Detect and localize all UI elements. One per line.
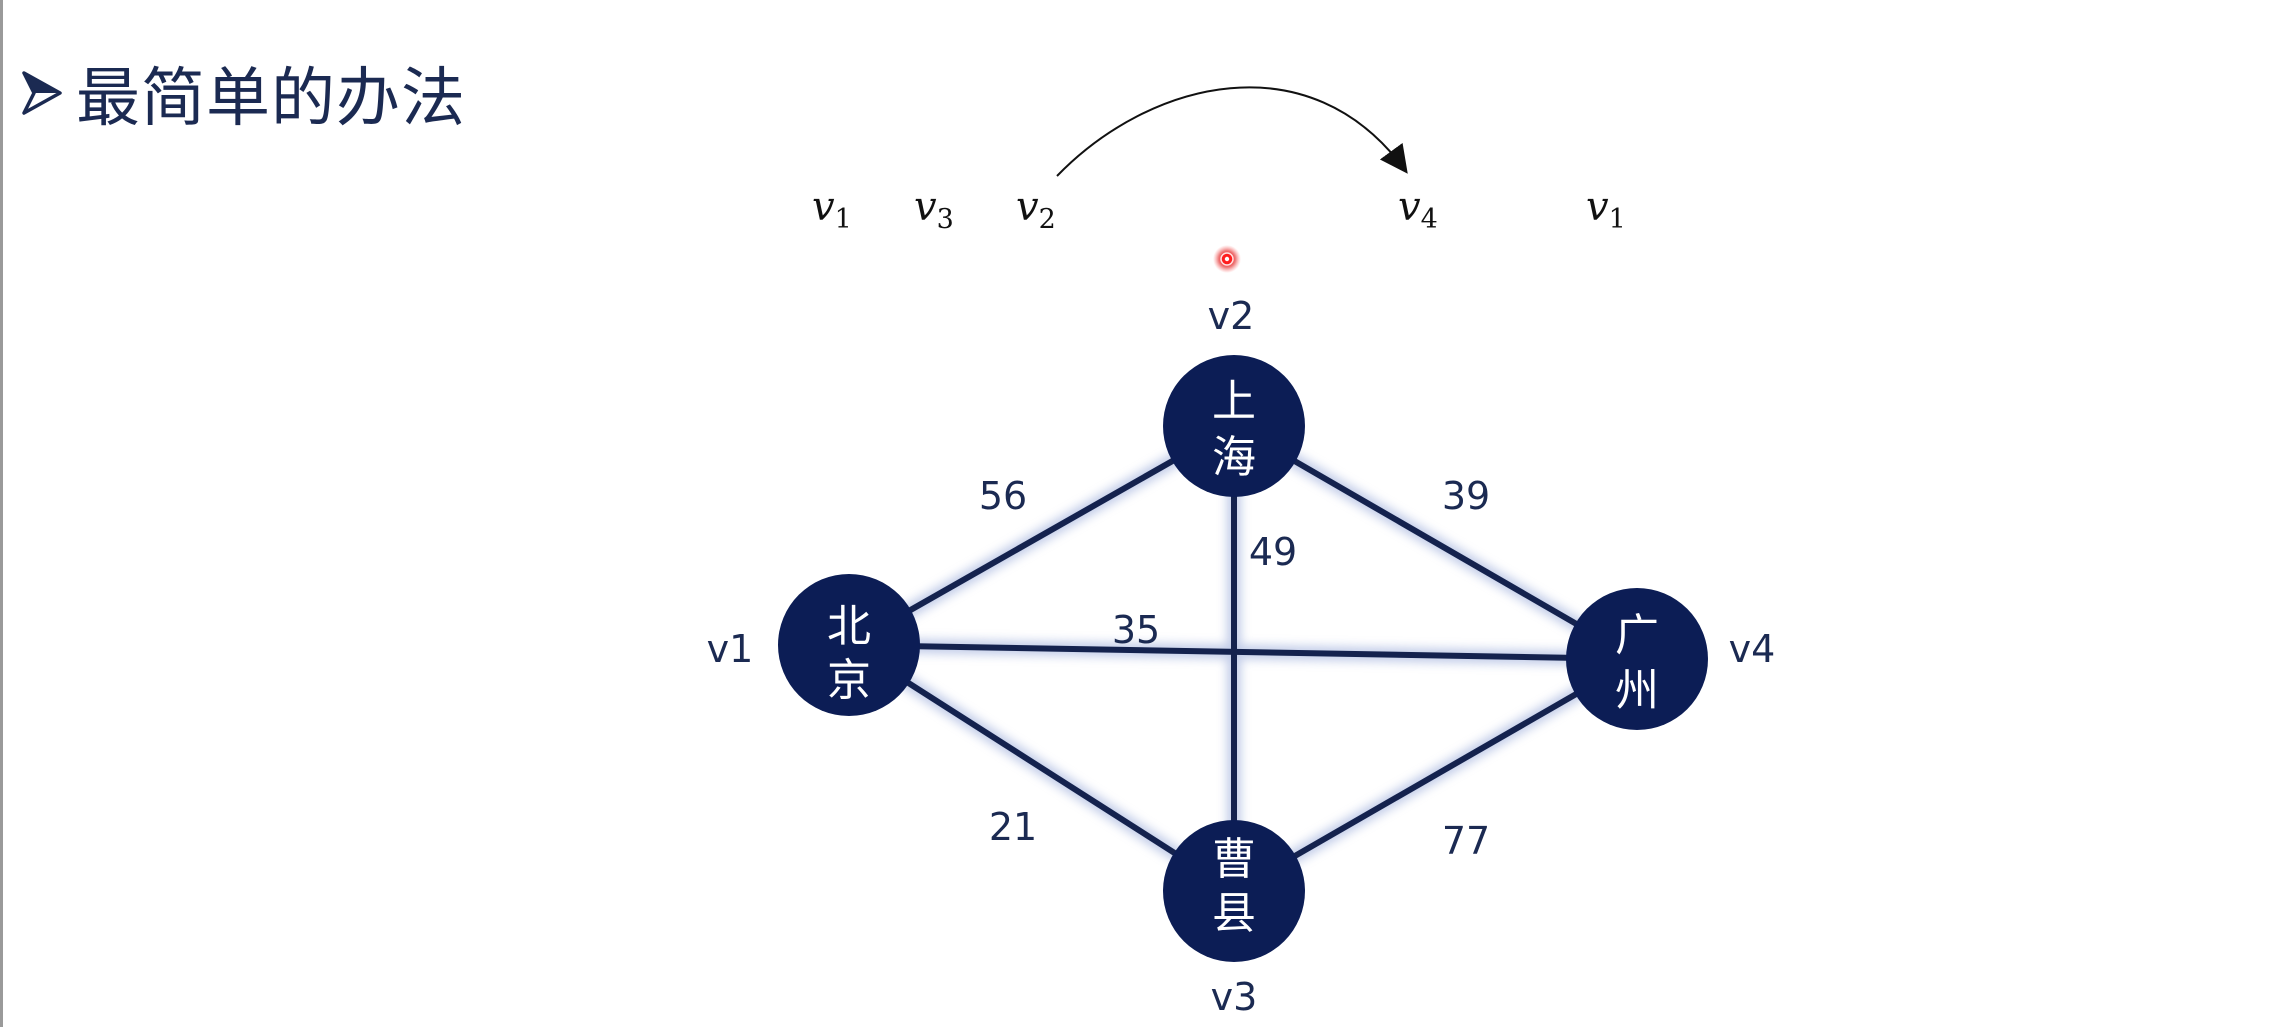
vertex-label-v4: v4 (1729, 627, 1776, 671)
node-city-line1: 曹 (1212, 834, 1256, 885)
node-city-line2: 海 (1212, 432, 1256, 483)
edge-weight-v1-v3: 21 (989, 805, 1037, 849)
path-sequence: v1 v3 v2 v4 v1 (812, 184, 1626, 235)
sequence-item: v1 (812, 184, 852, 235)
arrow-bullet-icon (22, 71, 62, 115)
vertex-labels: v1 v2 v3 v4 (707, 294, 1776, 1019)
graph-node-v2: 上 海 (1163, 355, 1305, 497)
edge-weight-v1-v4: 35 (1112, 608, 1160, 652)
slide-title-row: 最简单的办法 (22, 48, 466, 138)
node-city-line1: 上 (1212, 376, 1256, 427)
swap-arrow (1056, 86, 1408, 177)
edge-weights: 56 39 49 35 21 77 (979, 474, 1490, 863)
edge-weight-v2-v3: 49 (1249, 530, 1297, 574)
vertex-label-v3: v3 (1211, 975, 1258, 1019)
edge-weight-v3-v4: 77 (1442, 819, 1490, 863)
edge-v3-v4 (1232, 656, 1639, 894)
graph-node-v1: 北 京 (778, 574, 920, 716)
edge-weight-v1-v2: 56 (979, 474, 1027, 518)
node-city-line2: 县 (1212, 888, 1256, 939)
edge-v2-v4 (1232, 423, 1639, 662)
node-city-line1: 北 (827, 601, 871, 652)
node-city-line2: 州 (1615, 665, 1659, 716)
slide-title: 最简单的办法 (76, 62, 466, 136)
sequence-item: v1 (1586, 184, 1626, 235)
graph-node-v4: 广 州 (1566, 588, 1708, 730)
node-city-line2: 京 (827, 655, 871, 706)
slide-left-border (0, 0, 3, 1027)
node-city-line1: 广 (1615, 610, 1659, 661)
graph-node-v3: 曹 县 (1163, 820, 1305, 962)
sequence-item: v4 (1398, 184, 1438, 235)
edge-v1-v4 (848, 642, 1638, 662)
edge-v1-v2 (847, 423, 1236, 648)
vertex-label-v2: v2 (1208, 294, 1255, 338)
vertex-label-v1: v1 (707, 627, 754, 671)
graph-edges (847, 423, 1639, 894)
edge-v1-v3 (847, 642, 1236, 894)
sequence-item: v2 (1016, 184, 1056, 235)
laser-pointer (1213, 245, 1241, 273)
sequence-item: v3 (914, 184, 954, 235)
edge-weight-v2-v4: 39 (1442, 474, 1490, 518)
